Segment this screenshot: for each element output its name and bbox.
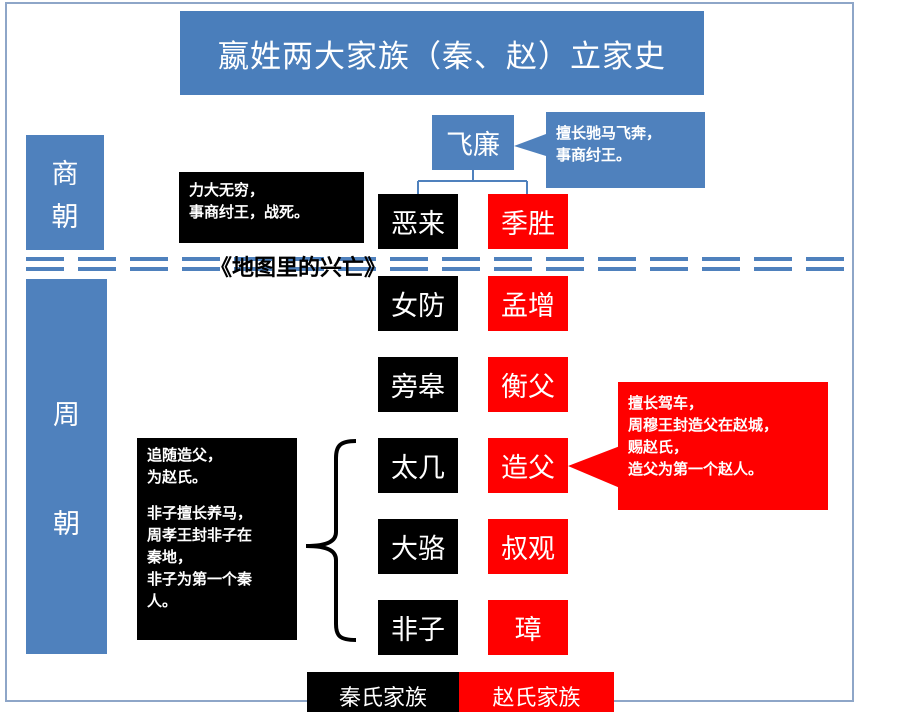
note-elai: 力大无穷， 事商纣王，战死。 [179,172,364,243]
node-zhao-hengfu: 衡父 [488,357,568,412]
note-zaofu-line-3: 赐赵氏， [628,438,689,456]
node-zhao-mengzeng: 孟增 [488,276,568,331]
note-feizi-line-6: 秦地， [147,548,193,566]
note-feizi-line-8: 人。 [147,592,178,610]
node-qin-panggao: 旁皋 [378,357,458,412]
note-feilian-line-2: 事商纣王。 [556,146,632,164]
era-divider-line-2 [26,267,846,271]
source-caption: 《地图里的兴亡》 [210,256,387,281]
era-zhou: 周 朝 [26,279,107,654]
era-shang-char-2: 朝 [51,201,79,233]
legend-zhao-family: 赵氏家族 [459,672,614,712]
note-feizi-line-3 [147,488,287,502]
note-zaofu-line-2: 周穆王封造父在赵城， [628,416,779,434]
note-zaofu-line-1: 擅长驾车， [628,394,704,412]
node-qin-elai: 恶来 [378,194,458,249]
legend-qin-family: 秦氏家族 [307,672,459,712]
node-qin-nvfang: 女防 [378,276,458,331]
note-feizi: 追随造父， 为赵氏。 非子擅长养马， 周孝王封非子在 秦地， 非子为第一个秦 人… [137,438,297,640]
era-shang-char-1: 商 [51,158,79,190]
node-zhao-shuguan: 叔观 [488,519,568,574]
note-feizi-line-5: 周孝王封非子在 [147,526,253,544]
era-divider-line-1 [26,257,846,261]
node-zhao-jisheng: 季胜 [488,194,568,249]
note-feizi-line-1: 追随造父， [147,446,223,464]
era-zhou-char-2: 朝 [53,508,80,540]
note-elai-line-2: 事商纣王，战死。 [189,203,310,221]
node-qin-daluo: 大骆 [378,519,458,574]
note-zaofu: 擅长驾车， 周穆王封造父在赵城， 赐赵氏， 造父为第一个赵人。 [618,382,828,510]
note-feizi-line-7: 非子为第一个秦 [147,570,253,588]
era-shang: 商 朝 [26,135,104,250]
note-feilian-line-1: 擅长驰马飞奔， [556,124,662,142]
note-zaofu-line-4: 造父为第一个赵人。 [628,460,764,478]
node-zhao-zaofu: 造父 [488,438,568,493]
note-elai-line-1: 力大无穷， [189,181,265,199]
note-feilian: 擅长驰马飞奔， 事商纣王。 [546,112,705,188]
note-feizi-line-2: 为赵氏。 [147,468,208,486]
note-feizi-line-4: 非子擅长养马， [147,504,253,522]
node-zhao-zhang: 璋 [488,600,568,655]
node-qin-feizi: 非子 [378,600,458,655]
node-feilian: 飞廉 [432,115,514,170]
era-zhou-char-1: 周 [53,399,80,431]
node-qin-taiji: 太几 [378,438,458,493]
page-title: 嬴姓两大家族（秦、赵）立家史 [180,11,704,95]
connector-lines [305,134,620,642]
